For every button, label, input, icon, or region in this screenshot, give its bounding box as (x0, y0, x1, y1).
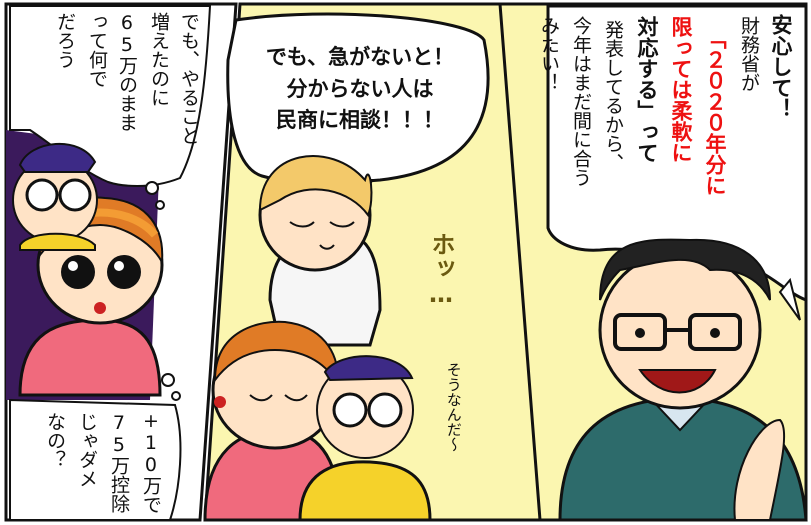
right-bubble-col4: 限っては柔軟に (669, 16, 694, 163)
small-man-bottom-character (298, 355, 432, 522)
left-bottom-thought-bubble (9, 398, 182, 521)
small-man-left-character (12, 142, 98, 251)
left-top-thought-col1: でも、やること (177, 12, 200, 145)
left-bottom-thought-col3: じゃダメ (75, 412, 98, 488)
left-bottom-thought-col4: なの？ (43, 412, 66, 469)
right-bubble-col7: 今年はまだ間に合う (569, 16, 592, 187)
agree-sfx: そうなんだ〜 (444, 362, 463, 452)
right-bubble-col3: 「２０２０年分に (703, 28, 728, 196)
right-bubble-col2: 財務省が (737, 16, 760, 92)
left-top-thought-col4: って何で (85, 12, 108, 88)
man-character (558, 238, 808, 522)
right-bubble-col5: 対応する」って (635, 16, 660, 163)
woman-back-character (258, 155, 382, 347)
center-speech-bubble (226, 12, 490, 185)
left-top-thought-col5: だろう (53, 12, 76, 69)
relief-sfx: ホッ… (427, 232, 455, 308)
right-bubble-col8: みたい！ (537, 16, 560, 92)
center-bubble-line2: 分からない人は (286, 76, 434, 101)
left-bottom-thought-col2: 75万控除 (107, 412, 130, 513)
thought-dot (171, 391, 181, 401)
center-bubble-text: でも、急がないと！ 分からない人は 民商に相談！！！ (235, 42, 485, 137)
center-bubble-line3: 民商に相談！！！ (276, 108, 444, 132)
thought-dot (145, 181, 159, 195)
right-bubble-col1: 安心して！ (769, 14, 794, 119)
right-bubble-col6: 発表してるから、 (601, 20, 624, 172)
center-bubble-line1: でも、急がないと！ (265, 45, 455, 69)
thought-dot (161, 373, 175, 387)
left-top-thought-col2: 増えたのに (147, 12, 170, 107)
bubble-tail (778, 277, 801, 321)
left-top-thought-col3: 65万のまま (115, 12, 138, 132)
thought-dot (155, 200, 165, 210)
left-bottom-thought-col1: +10万で (139, 410, 162, 514)
